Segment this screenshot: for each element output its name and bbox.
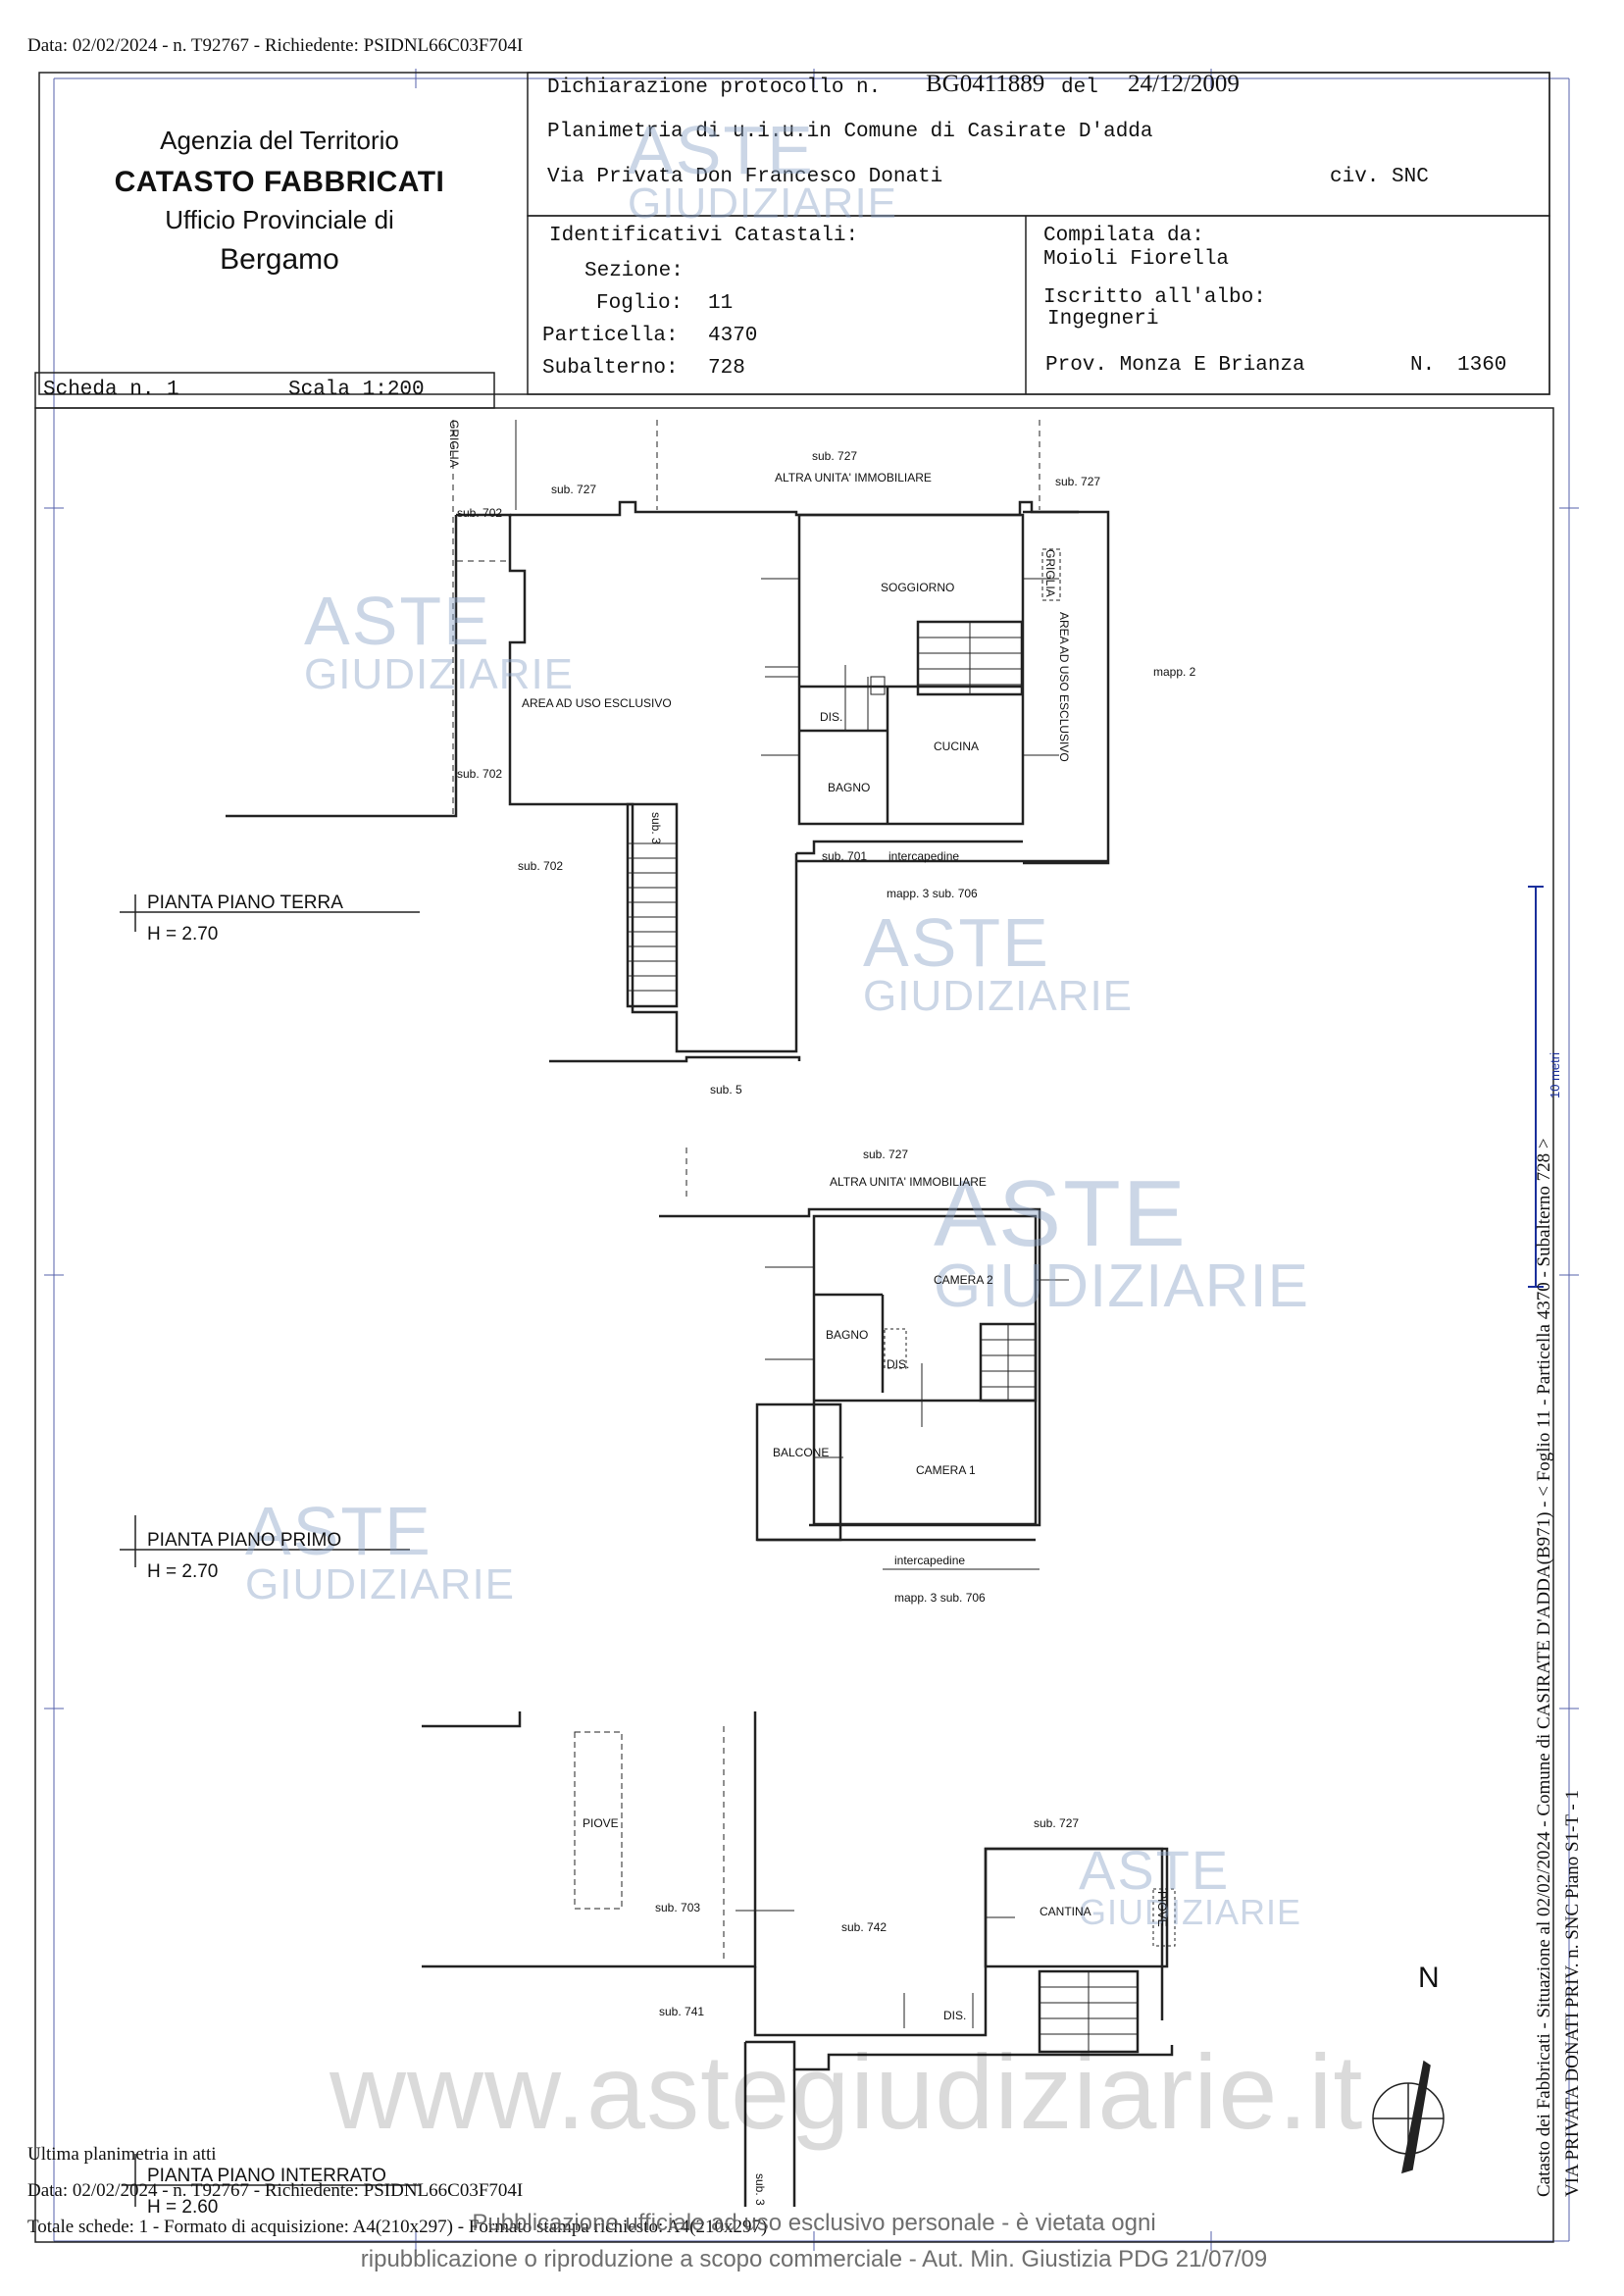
piove-label: PIOVE <box>1155 1891 1169 1927</box>
grigia-label: GRIGLIA <box>1043 549 1057 597</box>
sub-label: sub. 742 <box>841 1920 888 1934</box>
room-dis: DIS. <box>887 1357 910 1371</box>
prov-line: Prov. Monza E Brianza <box>1045 354 1305 377</box>
room-dis: DIS. <box>943 2009 967 2022</box>
albo-n-value: 1360 <box>1457 354 1507 377</box>
scale-bar-label: 10 metri <box>1548 1052 1562 1098</box>
altra-unita-label: ALTRA UNITA' IMMOBILIARE <box>830 1175 987 1189</box>
albo-n-label: N. <box>1410 354 1436 377</box>
room-bagno: BAGNO <box>828 781 871 794</box>
sub-label: sub. 5 <box>710 1083 742 1097</box>
room-soggiorno: SOGGIORNO <box>881 581 955 594</box>
room-camera2: CAMERA 2 <box>934 1273 993 1287</box>
compilata-name: Moioli Fiorella <box>1043 248 1230 271</box>
del-label: del <box>1061 77 1098 99</box>
foglio-label: Foglio: <box>596 292 684 315</box>
totale-schede-line: Totale schede: 1 - Formato di acquisizio… <box>27 2217 768 2238</box>
intercapedine-label: intercapedine <box>888 849 960 863</box>
sub-label: sub. 727 <box>551 483 597 496</box>
via-line: Via Privata Don Francesco Donati <box>547 166 943 188</box>
albo-value: Ingegneri <box>1047 308 1159 331</box>
subalterno-value: 728 <box>708 357 745 380</box>
intercapedine-label: intercapedine <box>894 1554 966 1567</box>
piano-primo-title: PIANTA PIANO PRIMO <box>147 1530 342 1551</box>
room-dis: DIS. <box>820 710 843 724</box>
ufficio-label: Ufficio Provinciale di <box>165 205 394 234</box>
catasto-title: CATASTO FABBRICATI <box>114 166 445 198</box>
room-bagno: BAGNO <box>826 1328 869 1342</box>
protocollo-number: BG0411889 <box>926 71 1045 97</box>
north-arrow-icon <box>1372 2060 1445 2174</box>
piano-terra-height: H = 2.70 <box>147 924 219 944</box>
footer-block: Ultima planimetria in atti Data: 02/02/2… <box>27 2136 767 2245</box>
albo-label: Iscritto all'albo: <box>1043 286 1266 309</box>
sub-label: sub. 3 <box>649 812 663 844</box>
mapp-label: mapp. 3 sub. 706 <box>887 887 978 900</box>
sub-label: sub. 727 <box>812 449 858 463</box>
dichiarazione-date: 24/12/2009 <box>1128 71 1240 97</box>
ultima-planimetria: Ultima planimetria in atti <box>27 2144 217 2165</box>
civ-line: civ. SNC <box>1330 166 1429 188</box>
dichiarazione-label: Dichiarazione protocollo n. <box>547 77 882 99</box>
footer-request-line: Data: 02/02/2024 - n. T92767 - Richieden… <box>27 2180 524 2202</box>
agency-name: Agenzia del Territorio <box>160 126 399 155</box>
planimetria-line: Planimetria di u.i.u.in Comune di Casira… <box>547 121 1153 143</box>
publication-notice: Pubblicazione ufficiale ad uso esclusivo… <box>360 2210 1268 2273</box>
north-label: N <box>1418 1962 1440 1994</box>
area-esclusivo-vertical: AREA AD USO ESCLUSIVO <box>1057 612 1071 762</box>
site-watermark: www.astegiudiziarie.it <box>330 2032 1364 2151</box>
sub-label: sub. 741 <box>659 2005 705 2018</box>
altra-unita-label: ALTRA UNITA' IMMOBILIARE <box>775 471 932 485</box>
area-esclusivo-label: AREA AD USO ESCLUSIVO <box>522 696 672 710</box>
identificativi-title: Identificativi Catastali: <box>549 225 859 247</box>
sub-label: sub. 727 <box>863 1148 909 1161</box>
sub-label: sub. 702 <box>457 767 503 781</box>
mapp-label: mapp. 3 sub. 706 <box>894 1591 986 1605</box>
particella-label: Particella: <box>542 325 679 347</box>
particella-value: 4370 <box>708 325 758 347</box>
scheda-number: Scheda n. 1 <box>43 379 179 401</box>
room-cantina: CANTINA <box>1040 1905 1091 1918</box>
side-catasto-info: Catasto dei Fabbricati - Situazione al 0… <box>1534 1138 1584 2197</box>
piano-terra-title: PIANTA PIANO TERRA <box>147 893 343 913</box>
sub-label: sub. 702 <box>457 506 503 520</box>
room-balcone: BALCONE <box>773 1446 830 1459</box>
piove-label: PIOVE <box>583 1816 619 1830</box>
sub-label: sub. 702 <box>518 859 564 873</box>
room-cucina: CUCINA <box>934 740 980 753</box>
sub-label: sub. 727 <box>1034 1816 1080 1830</box>
piano-interrato-title: PIANTA PIANO INTERRATO <box>147 2166 386 2186</box>
sub-label: sub. 727 <box>1055 475 1101 488</box>
sub-label: sub. 703 <box>655 1901 701 1914</box>
grigia-label: GRIGLIA <box>447 420 461 468</box>
subalterno-label: Subalterno: <box>542 357 679 380</box>
room-camera1: CAMERA 1 <box>916 1463 976 1477</box>
top-request-line: Data: 02/02/2024 - n. T92767 - Richieden… <box>27 35 524 56</box>
piano-primo-height: H = 2.70 <box>147 1561 219 1582</box>
mapp-label: mapp. 2 <box>1153 665 1196 679</box>
scala-value: Scala 1:200 <box>288 379 425 401</box>
compilata-label: Compilata da: <box>1043 225 1204 247</box>
piano-interrato-height: H = 2.60 <box>147 2197 219 2218</box>
sub-label: sub. 701 <box>822 849 868 863</box>
foglio-value: 11 <box>708 292 734 315</box>
province-name: Bergamo <box>220 243 339 276</box>
agency-title-block: Agenzia del Territorio CATASTO FABBRICAT… <box>78 126 481 277</box>
sezione-label: Sezione: <box>584 260 684 282</box>
